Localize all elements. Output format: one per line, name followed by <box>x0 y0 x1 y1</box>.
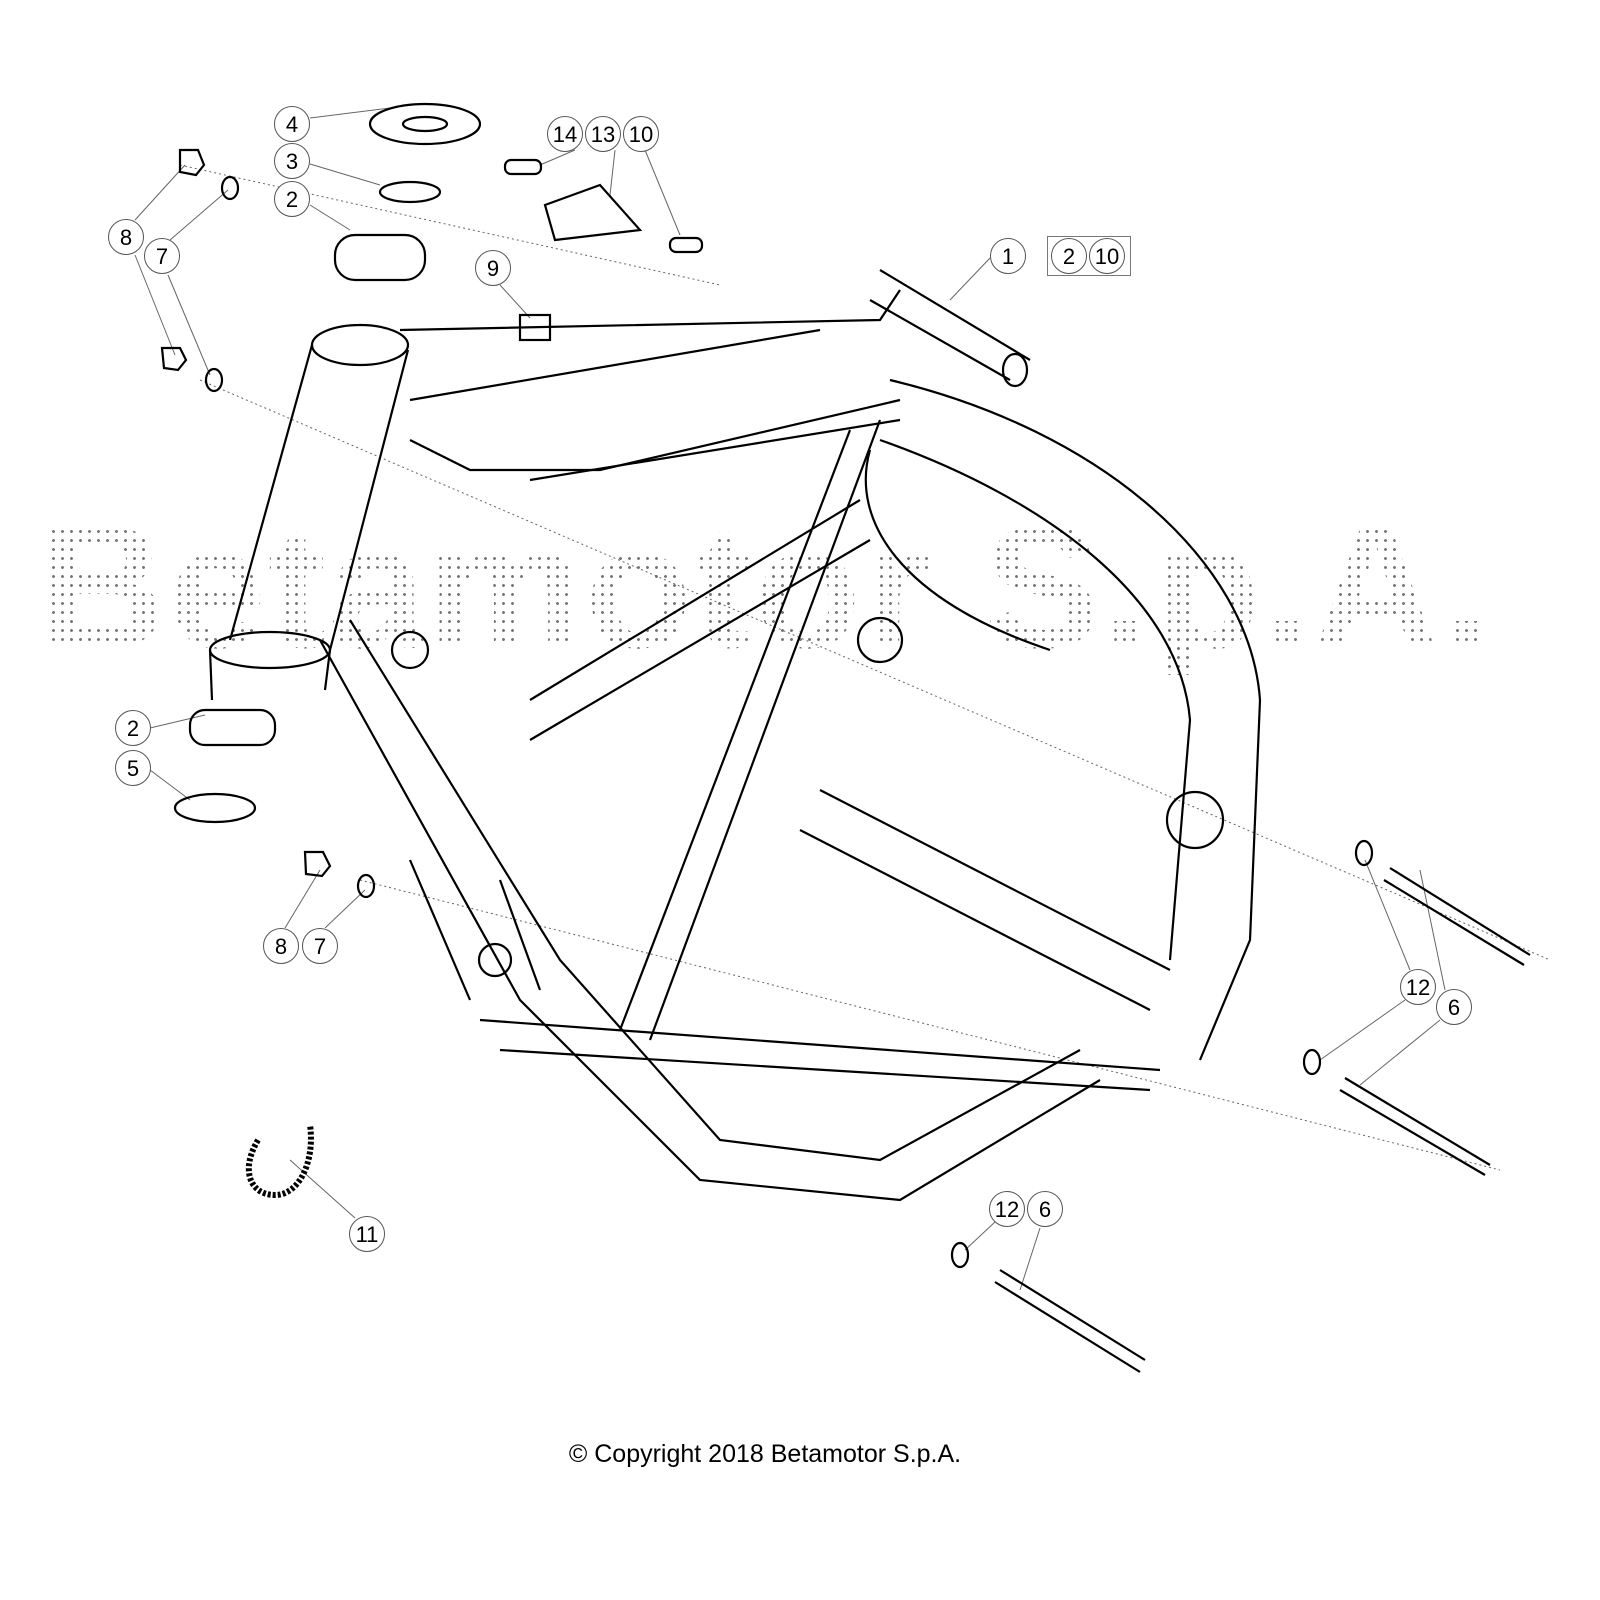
kit-group-box <box>1047 236 1131 276</box>
copyright-text: © Copyright 2018 Betamotor S.p.A. <box>568 1440 962 1468</box>
part-callout[interactable]: 8 <box>108 219 144 255</box>
part-callout[interactable]: 1 <box>990 238 1026 274</box>
part-callout[interactable]: 7 <box>144 238 180 274</box>
part-callout[interactable]: 9 <box>475 250 511 286</box>
part-callout[interactable]: 2 <box>274 181 310 217</box>
part-callout[interactable]: 7 <box>302 928 338 964</box>
part-callout[interactable]: 11 <box>349 1216 385 1252</box>
part-callout[interactable]: 6 <box>1436 989 1472 1025</box>
part-callout[interactable]: 2 <box>1051 238 1087 274</box>
part-callout[interactable]: 4 <box>274 106 310 142</box>
part-callout[interactable]: 12 <box>989 1191 1025 1227</box>
part-callout[interactable]: 13 <box>585 116 621 152</box>
loose-parts <box>160 102 1531 1373</box>
steering-head <box>208 323 410 701</box>
part-callout[interactable]: 2 <box>115 710 151 746</box>
part-callout[interactable]: 8 <box>263 928 299 964</box>
part-callout[interactable]: 10 <box>623 116 659 152</box>
leader-lines <box>134 107 1551 1291</box>
part-callout[interactable]: 5 <box>115 750 151 786</box>
part-callout[interactable]: 6 <box>1027 1191 1063 1227</box>
part-callout[interactable]: 10 <box>1089 238 1125 274</box>
part-callout[interactable]: 3 <box>274 143 310 179</box>
part-callout[interactable]: 14 <box>547 116 583 152</box>
part-callout[interactable]: 12 <box>1400 969 1436 1005</box>
